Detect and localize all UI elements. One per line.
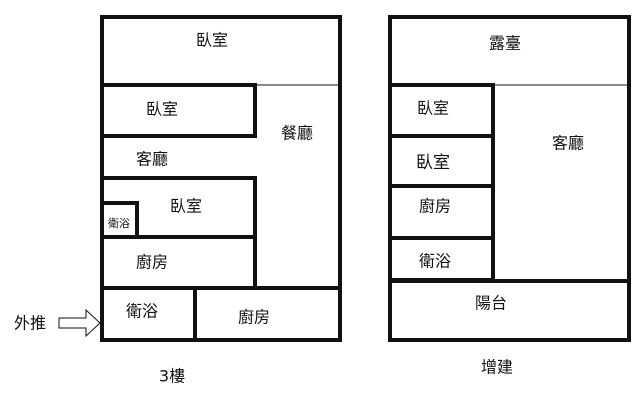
room-bath-bottom: [100, 286, 197, 342]
label-dining: 餐廳: [281, 124, 313, 143]
arrow-right-icon: [58, 308, 101, 338]
addition-plan: 露臺 臥室 臥室 客廳 廚房 衛浴 陽台 增建: [388, 15, 631, 377]
label-terrace: 露臺: [489, 34, 521, 53]
label-balcony: 陽台: [475, 294, 507, 313]
label-kitchen: 廚房: [419, 197, 451, 216]
label-bath-small: 衛浴: [108, 217, 130, 230]
label-living: 客廳: [136, 150, 168, 169]
room-bedroom-mid: [100, 83, 257, 138]
label-bedroom-1: 臥室: [417, 99, 449, 118]
label-kitchen-left: 廚房: [136, 253, 168, 272]
room-kitchen-left: [100, 235, 257, 290]
caption-addition: 增建: [481, 358, 513, 377]
label-bedroom-lower: 臥室: [170, 197, 202, 216]
addition-outer-wall: [388, 15, 631, 342]
floor3-plan: 臥室 臥室 餐廳 客廳 臥室 衛浴 廚房 衛浴 廚房 外推 3樓: [14, 15, 342, 386]
label-extend-out: 外推: [14, 314, 46, 333]
label-bedroom-2: 臥室: [416, 153, 450, 173]
label-bedroom-mid: 臥室: [146, 100, 178, 119]
label-bath: 衛浴: [419, 252, 451, 271]
label-living: 客廳: [552, 134, 584, 153]
label-bedroom-top: 臥室: [196, 31, 228, 50]
caption-floor3: 3樓: [159, 367, 185, 386]
label-bath-bottom: 衛浴: [126, 302, 158, 321]
label-kitchen-bottom: 廚房: [238, 308, 270, 327]
